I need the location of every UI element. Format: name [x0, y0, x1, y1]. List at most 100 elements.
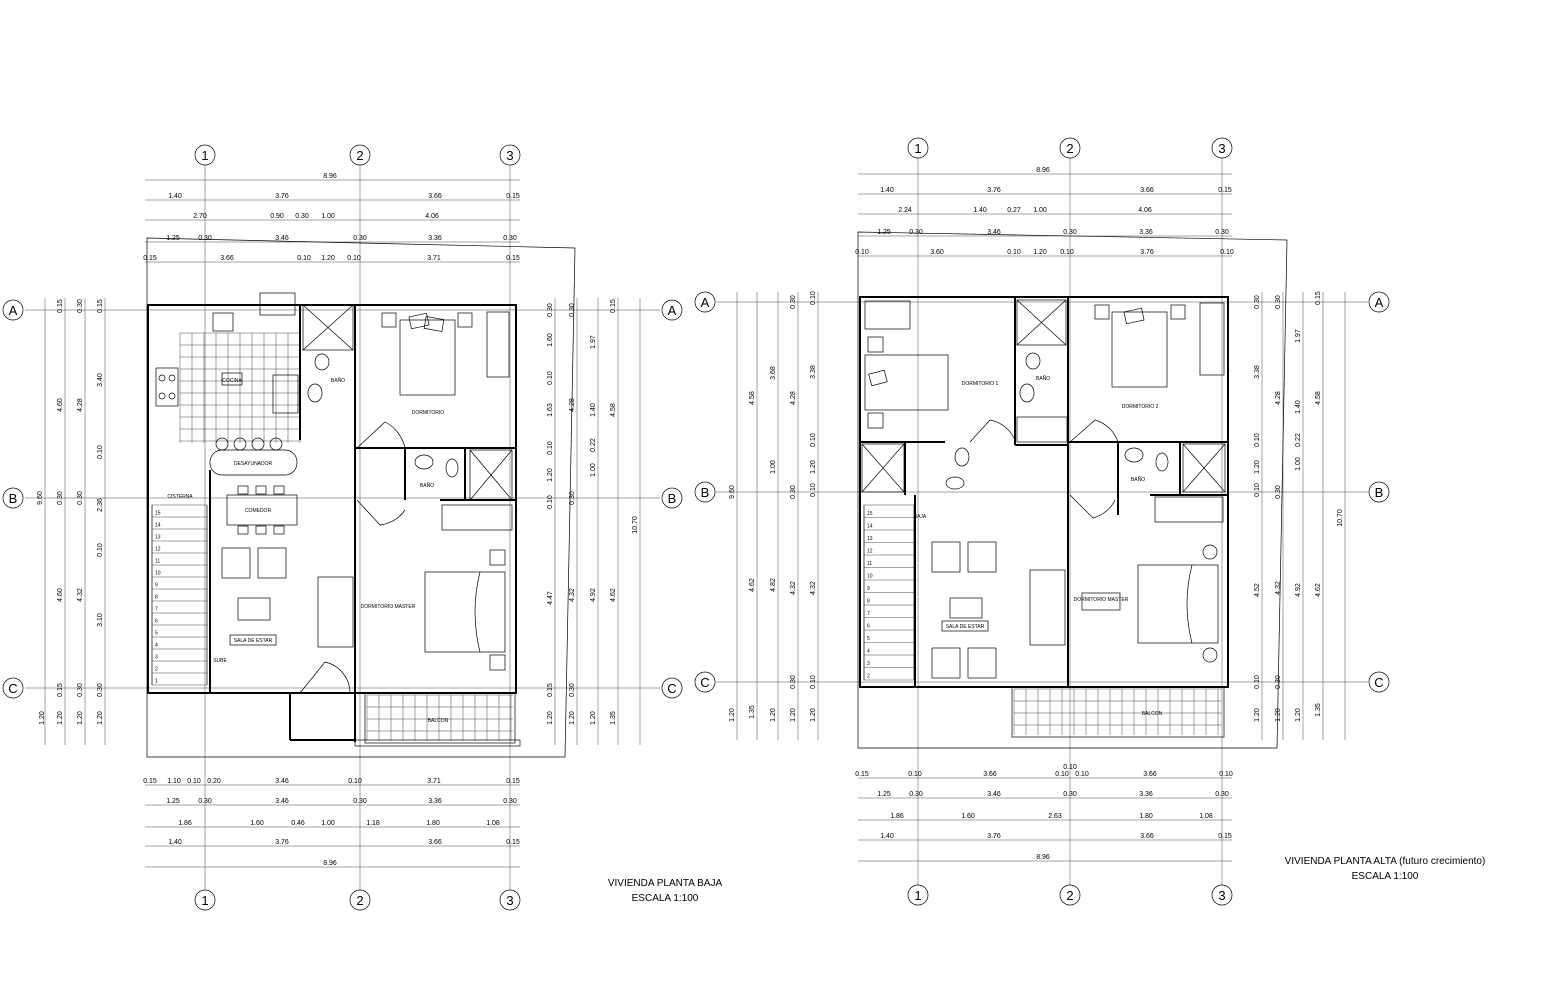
- stair-step-number: 3: [867, 661, 870, 667]
- svg-text:BAÑO: BAÑO: [331, 377, 345, 384]
- svg-text:DORMITORIO MASTER: DORMITORIO MASTER: [361, 604, 416, 610]
- svg-text:3.36: 3.36: [428, 235, 442, 242]
- svg-text:0.30: 0.30: [503, 798, 517, 805]
- svg-text:0.15: 0.15: [610, 299, 617, 313]
- svg-text:0.10: 0.10: [1254, 483, 1261, 497]
- bedroom-top: DORMITORIO: [356, 311, 510, 449]
- svg-text:1.40: 1.40: [880, 187, 894, 194]
- svg-text:A: A: [9, 303, 18, 318]
- stair-step-number: 9: [155, 583, 158, 589]
- room-label-kitchen: COCINA: [222, 378, 242, 384]
- svg-text:1.20: 1.20: [97, 711, 104, 725]
- right-dimension-lines: 0.30 1.60 0.10 1.63 0.10 1.20 0.10 4.47 …: [547, 298, 641, 745]
- svg-text:0.15: 0.15: [143, 255, 157, 262]
- svg-text:0.10: 0.10: [1055, 771, 1069, 778]
- axis-bubble-top-1: 1: [907, 137, 929, 159]
- svg-text:2: 2: [1066, 888, 1073, 903]
- svg-text:DORMITORIO 1: DORMITORIO 1: [962, 381, 999, 387]
- svg-text:1.86: 1.86: [890, 813, 904, 820]
- svg-text:0.10: 0.10: [547, 371, 554, 385]
- svg-text:9.60: 9.60: [37, 491, 44, 505]
- svg-text:10.70: 10.70: [632, 516, 639, 534]
- svg-text:0.10: 0.10: [1060, 249, 1074, 256]
- svg-text:DORMITORIO MASTER: DORMITORIO MASTER: [1074, 597, 1129, 603]
- axis-bubble-bottom-3: 3: [1211, 884, 1233, 906]
- svg-text:0.10: 0.10: [547, 441, 554, 455]
- svg-text:0.30: 0.30: [790, 295, 797, 309]
- svg-text:SALA DE ESTAR: SALA DE ESTAR: [234, 638, 273, 644]
- svg-text:3.76: 3.76: [275, 193, 289, 200]
- svg-text:2.36: 2.36: [97, 498, 104, 512]
- stair-step-number: 13: [155, 535, 161, 541]
- svg-text:0.15: 0.15: [506, 193, 520, 200]
- axis-grid-lines-2: [716, 158, 1368, 885]
- svg-text:1.20: 1.20: [810, 460, 817, 474]
- svg-text:0.30: 0.30: [1063, 791, 1077, 798]
- svg-text:2.63: 2.63: [1048, 813, 1062, 820]
- stair-step-number: 4: [155, 643, 158, 649]
- svg-text:0.10: 0.10: [810, 483, 817, 497]
- svg-text:0.15: 0.15: [57, 683, 64, 697]
- svg-text:BAJA: BAJA: [914, 514, 927, 520]
- right-dimension-lines-2: 0.30 3.38 0.10 1.20 0.10 4.52 0.10 1.20 …: [1254, 291, 1346, 740]
- svg-text:1.08: 1.08: [1199, 813, 1213, 820]
- svg-text:1.25: 1.25: [877, 791, 891, 798]
- svg-text:1.60: 1.60: [250, 820, 264, 827]
- svg-text:0.10: 0.10: [1220, 249, 1234, 256]
- svg-text:4.32: 4.32: [810, 581, 817, 595]
- stair-step-number: 2: [155, 667, 158, 673]
- svg-text:0.30: 0.30: [547, 303, 554, 317]
- axis-bubble-top-3: 3: [499, 144, 521, 166]
- svg-text:4.60: 4.60: [57, 588, 64, 602]
- svg-text:CISTERNA: CISTERNA: [167, 494, 193, 500]
- svg-text:3: 3: [506, 893, 513, 908]
- svg-text:0.10: 0.10: [1007, 249, 1021, 256]
- stair-step-number: 8: [155, 595, 158, 601]
- svg-text:0.30: 0.30: [295, 213, 309, 220]
- stair-step-number: 8: [867, 599, 870, 605]
- axis-bubble-left-c: C: [694, 671, 716, 693]
- svg-text:0.10: 0.10: [347, 255, 361, 262]
- svg-text:3.66: 3.66: [1143, 771, 1157, 778]
- svg-text:4.62: 4.62: [1315, 583, 1322, 597]
- bathroom-top: BAÑO: [302, 304, 354, 403]
- kitchen-fixtures: [155, 292, 299, 476]
- svg-text:0.30: 0.30: [503, 235, 517, 242]
- svg-text:0.30: 0.30: [569, 491, 576, 505]
- svg-text:0.30: 0.30: [1063, 229, 1077, 236]
- lot-outline-2: [857, 231, 1288, 749]
- axis-bubble-top-2: 2: [1059, 137, 1081, 159]
- svg-text:1.80: 1.80: [1139, 813, 1153, 820]
- svg-text:0.10: 0.10: [547, 495, 554, 509]
- axis-bubble-right-c: C: [661, 677, 683, 699]
- svg-text:1.20: 1.20: [547, 468, 554, 482]
- svg-text:B: B: [1375, 485, 1384, 500]
- svg-text:3.76: 3.76: [987, 833, 1001, 840]
- master-bedroom: DORMITORIO MASTER: [356, 499, 506, 671]
- svg-text:1.20: 1.20: [1033, 249, 1047, 256]
- stair-step-number: 4: [867, 649, 870, 655]
- svg-text:0.10: 0.10: [1219, 771, 1233, 778]
- axis-bubble-right-a: A: [661, 299, 683, 321]
- svg-text:2: 2: [1066, 141, 1073, 156]
- stair-step-number: 10: [867, 574, 873, 580]
- svg-text:1.40: 1.40: [590, 403, 597, 417]
- svg-text:3.38: 3.38: [810, 365, 817, 379]
- stair-step-number: 10: [155, 571, 161, 577]
- svg-text:0.30: 0.30: [57, 491, 64, 505]
- axis-bubble-bottom-1: 1: [907, 884, 929, 906]
- svg-text:3.46: 3.46: [987, 791, 1001, 798]
- svg-text:3: 3: [1218, 141, 1225, 156]
- svg-text:1.97: 1.97: [590, 335, 597, 349]
- svg-text:0.10: 0.10: [187, 778, 201, 785]
- svg-text:A: A: [668, 303, 677, 318]
- bathroom-mid-2: BAÑO: [1124, 443, 1226, 523]
- bathroom-left-2: [861, 443, 970, 493]
- svg-text:1.40: 1.40: [168, 839, 182, 846]
- svg-text:1.20: 1.20: [790, 708, 797, 722]
- svg-text:4.32: 4.32: [569, 588, 576, 602]
- left-dimension-lines-2: 9.60 1.20 4.58 4.62 1.35 1.00 3.68 4.82 …: [729, 291, 819, 740]
- svg-text:0.22: 0.22: [590, 438, 597, 452]
- svg-text:1.63: 1.63: [547, 403, 554, 417]
